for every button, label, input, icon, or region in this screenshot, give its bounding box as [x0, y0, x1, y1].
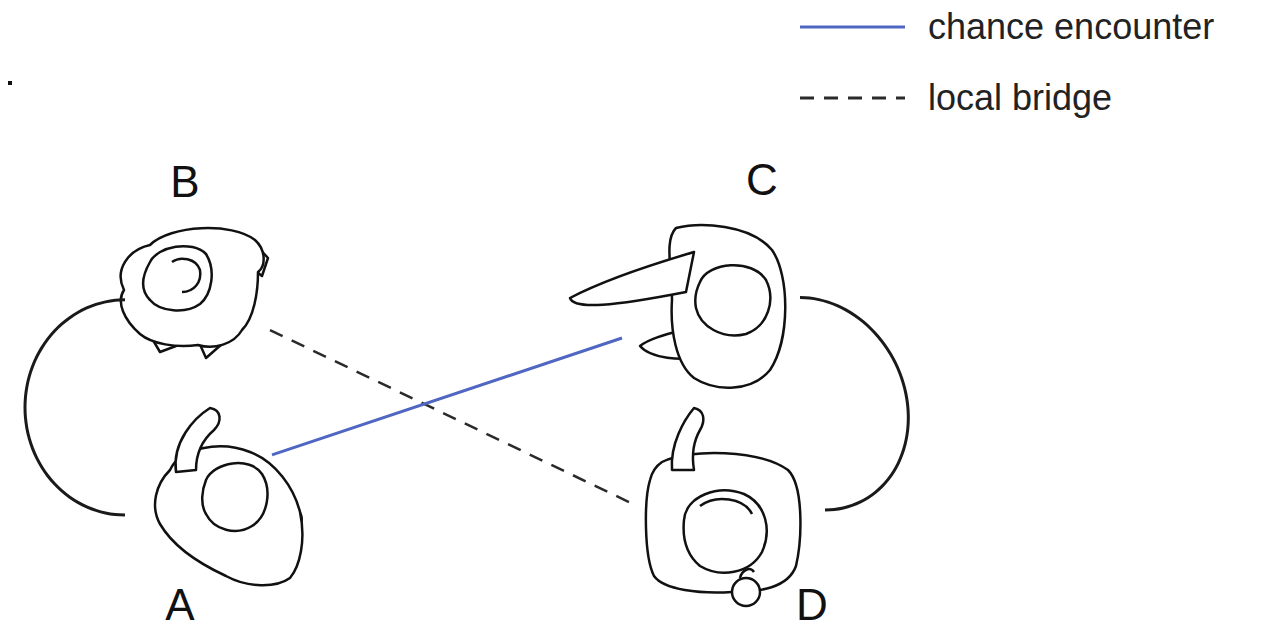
stray-dot — [8, 81, 12, 85]
tie-arc — [25, 300, 125, 515]
person-letter: C — [746, 158, 778, 202]
legend-line-sample — [800, 97, 905, 100]
person-figure — [121, 225, 801, 606]
tie-line — [272, 338, 622, 455]
legend-label: chance encounter — [928, 9, 1214, 45]
tie-arc — [800, 298, 908, 510]
person-node: B — [125, 220, 270, 360]
legend-label: local bridge — [928, 80, 1112, 116]
person-letter: A — [165, 583, 194, 627]
person-letter: B — [170, 160, 199, 204]
person-node: A — [125, 405, 272, 590]
person-node: C — [622, 225, 800, 390]
legend-line-sample — [800, 26, 905, 29]
tie-line — [270, 330, 635, 505]
person-letter: D — [796, 583, 828, 627]
person-node: D — [635, 405, 825, 615]
